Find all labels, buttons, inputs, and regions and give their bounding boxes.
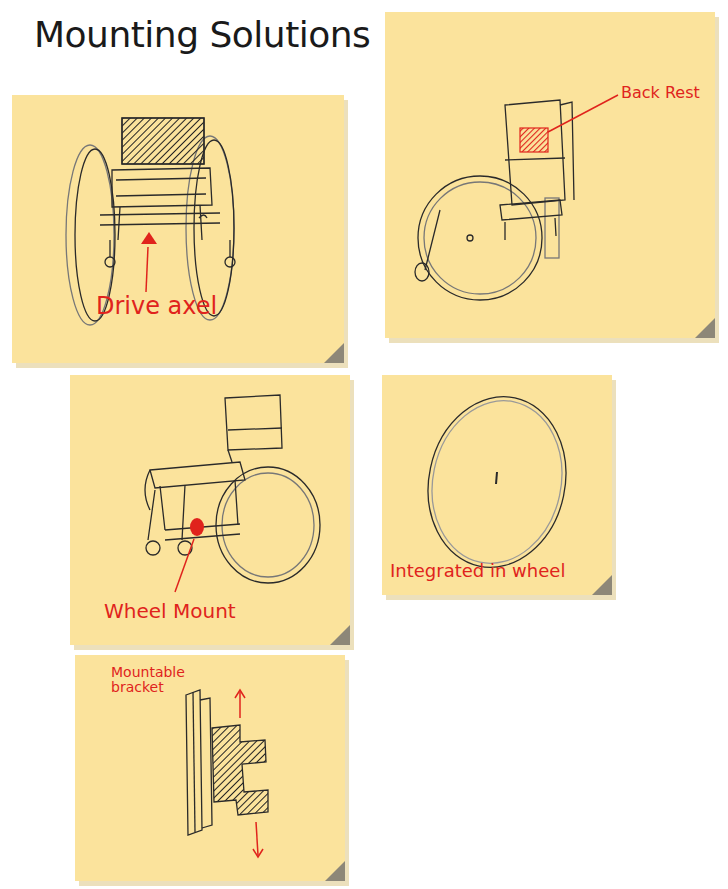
back-rest-marker xyxy=(520,128,548,152)
bracket-sketch xyxy=(186,690,268,835)
wheelchair-rear-sketch xyxy=(145,395,320,583)
leader-line xyxy=(548,95,618,132)
wheelchair-side-sketch xyxy=(415,100,574,300)
callout-label: Back Rest xyxy=(621,84,700,102)
wheel-sketch xyxy=(413,384,582,581)
callout-label: Integrated in wheel xyxy=(390,561,565,581)
leader-line xyxy=(175,539,194,592)
sticky-note: Integrated in wheel xyxy=(382,375,612,595)
sticky-notes xyxy=(12,12,719,886)
sticky-note: Mountable bracket xyxy=(75,655,345,881)
sticky-note: Back Rest xyxy=(385,12,715,338)
wheelchair-front-sketch xyxy=(66,118,235,325)
callout-label: Wheel Mount xyxy=(104,600,236,622)
diagram-title: Mounting Solutions xyxy=(34,14,370,55)
sticky-note: Wheel Mount xyxy=(70,375,350,645)
wheel-mount-marker xyxy=(190,518,204,536)
drive-axle-marker xyxy=(141,232,157,244)
motion-arrows xyxy=(235,690,263,857)
leader-line xyxy=(146,247,148,292)
callout-label: Drive axel xyxy=(96,293,217,319)
callout-label: Mountable bracket xyxy=(111,665,197,696)
sticky-note: Drive axel xyxy=(12,95,344,363)
